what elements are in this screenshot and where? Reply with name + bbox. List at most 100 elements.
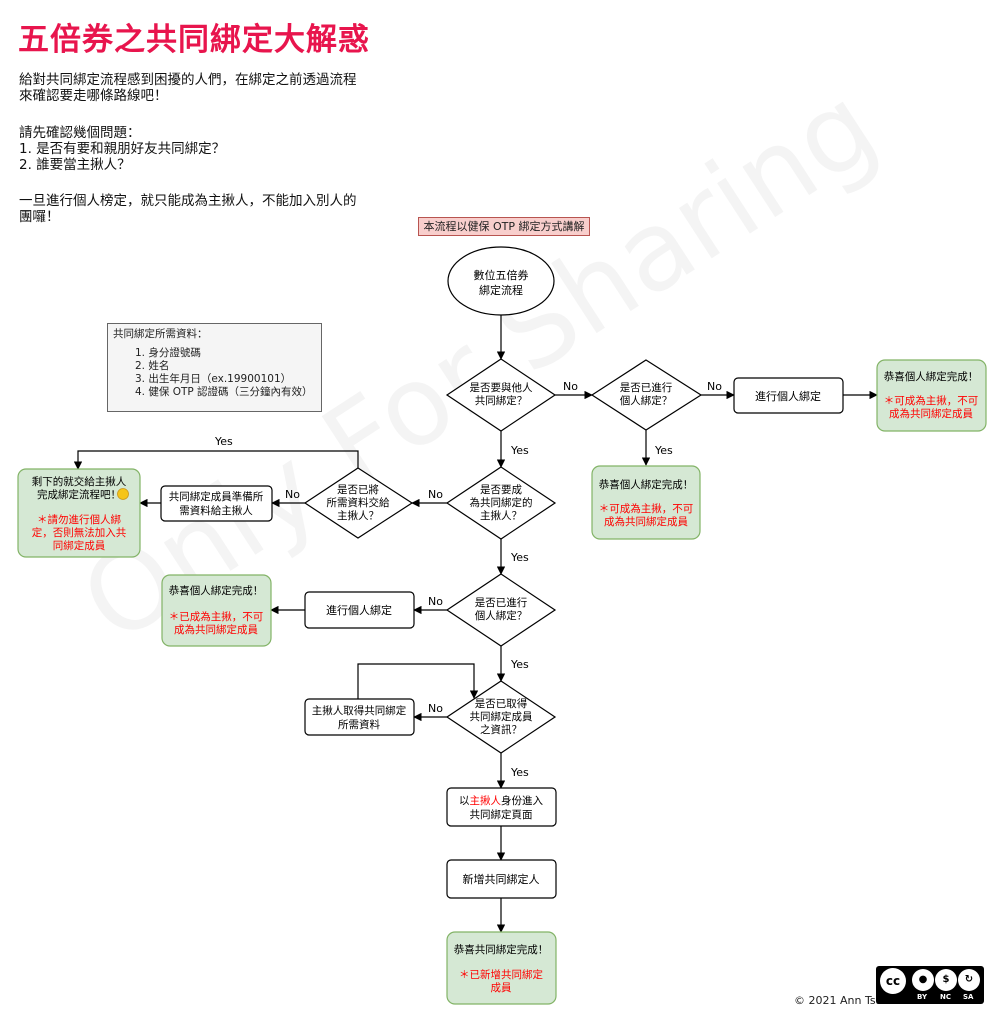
svg-text:所需資料: 所需資料 [338,718,380,731]
label-yes: Yes [510,766,529,779]
svg-text:成員: 成員 [491,982,512,994]
questions-heading: 請先確認幾個問題： [19,125,141,141]
required-info-item: 4. 健保 OTP 認證碼（三分鐘內有效） [135,386,313,398]
svg-text:為共同綁定的: 為共同綁定的 [470,496,533,509]
required-info-item: 1. 身分證號碼 [135,347,201,359]
nc-icon: $ [935,969,957,991]
svg-text:定，否則無法加入共: 定，否則無法加入共 [32,526,127,539]
result-r5: 恭喜共同綁定完成！ ＊已新增共同綁定 成員 [446,931,557,1005]
label-yes: Yes [654,444,673,457]
question-1: 1. 是否有要和親朋好友共同綁定？ [19,141,226,157]
sa-icon: ↻ [958,969,980,991]
svg-text:是否已將: 是否已將 [337,483,379,496]
svg-text:成為共同綁定成員: 成為共同綁定成員 [174,623,258,636]
required-info-box: 共同綁定所需資料： 1. 身分證號碼 2. 姓名 3. 出生年月日（ex.199… [107,323,322,412]
svg-text:＊已成為主揪，不可: ＊已成為主揪，不可 [169,610,264,623]
required-info-heading: 共同綁定所需資料： [113,328,208,340]
by-label: BY [917,993,928,1001]
svg-text:完成綁定流程吧！: 完成綁定流程吧！ [37,488,121,501]
connectors [73,315,878,933]
svg-text:恭喜個人綁定完成！: 恭喜個人綁定完成！ [884,370,979,383]
question-2: 2. 誰要當主揪人？ [19,157,131,173]
sa-label: SA [963,993,974,1001]
svg-text:需資料給主揪人: 需資料給主揪人 [179,504,253,517]
method-note: 本流程以健保 OTP 綁定方式講解 [418,217,590,236]
svg-text:共同綁定頁面: 共同綁定頁面 [470,808,533,821]
process-p5: 以主揪人身份進入 共同綁定頁面 [446,787,557,827]
decision-d4: 是否已將 所需資料交給 主揪人？ [303,467,414,539]
svg-text:恭喜個人綁定完成！: 恭喜個人綁定完成！ [169,584,264,597]
warning-line-1: 一旦進行個人榜定，就只能成為主揪人，不能加入別人的 [19,193,357,209]
svg-text:是否已進行: 是否已進行 [620,381,673,394]
result-r3: 剩下的就交給主揪人 完成綁定流程吧！ ＊請勿進行個人綁 定，否則無法加入共 同綁… [17,468,141,558]
svg-text:恭喜個人綁定完成！: 恭喜個人綁定完成！ [599,478,694,491]
svg-text:＊可成為主揪，不可: ＊可成為主揪，不可 [599,502,694,515]
svg-text:個人綁定？: 個人綁定？ [475,609,528,622]
svg-text:是否要成: 是否要成 [480,484,522,496]
svg-text:成為共同綁定成員: 成為共同綁定成員 [889,407,973,420]
start-node: 數位五倍券 綁定流程 [447,246,555,316]
svg-text:成為共同綁定成員: 成為共同綁定成員 [604,515,688,528]
required-info-item: 2. 姓名 [135,360,170,372]
svg-text:新增共同綁定人: 新增共同綁定人 [463,872,540,886]
svg-text:是否要與他人: 是否要與他人 [470,381,533,394]
svg-text:以主揪人身份進入: 以主揪人身份進入 [459,794,543,807]
label-no: No [428,702,443,715]
svg-text:共同綁定成員準備所: 共同綁定成員準備所 [169,490,264,503]
label-no: No [428,595,443,608]
copyright: © 2021 Ann Tsai [794,994,886,1007]
process-p2: 共同綁定成員準備所 需資料給主揪人 [160,485,273,522]
result-r4: 恭喜個人綁定完成！ ＊已成為主揪，不可 成為共同綁定成員 [161,574,272,647]
svg-text:進行個人綁定: 進行個人綁定 [755,389,821,403]
svg-text:＊已新增共同綁定: ＊已新增共同綁定 [459,968,543,981]
by-icon: ● [912,969,934,991]
svg-text:是否已進行: 是否已進行 [475,596,528,609]
svg-text:主揪人？: 主揪人？ [480,509,522,522]
intro-line-1: 給對共同綁定流程感到困擾的人們，在綁定之前透過流程 [19,72,357,88]
svg-text:＊可成為主揪，不可: ＊可成為主揪，不可 [884,394,979,407]
svg-text:剩下的就交給主揪人: 剩下的就交給主揪人 [32,475,127,488]
emoji-icon [117,488,129,500]
svg-text:進行個人綁定: 進行個人綁定 [326,603,392,617]
svg-text:數位五倍券: 數位五倍券 [474,268,529,282]
svg-text:所需資料交給: 所需資料交給 [327,496,390,509]
decision-d2: 是否已進行 個人綁定？ [590,359,703,431]
required-info-item: 3. 出生年月日（ex.19900101） [135,373,292,385]
label-yes: Yes [214,435,233,448]
svg-text:同綁定成員: 同綁定成員 [53,539,106,552]
result-r1: 恭喜個人綁定完成！ ＊可成為主揪，不可 成為共同綁定成員 [876,359,987,432]
svg-text:共同綁定成員: 共同綁定成員 [470,710,533,723]
process-p3: 進行個人綁定 [304,591,415,629]
decision-d6: 是否已取得 共同綁定成員 之資訊？ [445,680,557,754]
cc-icon: cc [880,968,906,994]
svg-text:共同綁定？: 共同綁定？ [475,394,528,407]
label-yes: Yes [510,444,529,457]
warning-line-2: 團囉！ [19,209,60,225]
label-no: No [563,380,578,393]
label-no: No [707,380,722,393]
page-title: 五倍券之共同綁定大解惑 [18,22,370,58]
process-p1: 進行個人綁定 [733,377,844,414]
decision-d1: 是否要與他人 共同綁定？ [445,358,557,432]
intro-line-2: 來確認要走哪條路線吧！ [19,88,168,104]
label-no: No [285,488,300,501]
svg-text:個人綁定？: 個人綁定？ [620,394,673,407]
edge-p4-d6-loop [357,663,479,699]
label-no: No [428,488,443,501]
decision-d3: 是否要成 為共同綁定的 主揪人？ [445,466,557,540]
svg-text:主揪人取得共同綁定: 主揪人取得共同綁定 [312,704,407,717]
process-p6: 新增共同綁定人 [446,859,557,899]
nc-label: NC [940,993,951,1001]
svg-text:綁定流程: 綁定流程 [479,283,523,297]
svg-text:是否已取得: 是否已取得 [475,698,528,710]
label-yes: Yes [510,551,529,564]
svg-text:之資訊？: 之資訊？ [480,723,522,736]
label-yes: Yes [510,658,529,671]
edge-d4-r3-yes [73,450,359,470]
svg-text:＊請勿進行個人綁: ＊請勿進行個人綁 [37,513,121,526]
process-p4: 主揪人取得共同綁定 所需資料 [304,698,415,736]
svg-text:主揪人？: 主揪人？ [337,509,379,522]
cc-license-badge: cc ● $ ↻ BY NC SA [876,966,984,1004]
result-r2: 恭喜個人綁定完成！ ＊可成為主揪，不可 成為共同綁定成員 [591,465,701,540]
